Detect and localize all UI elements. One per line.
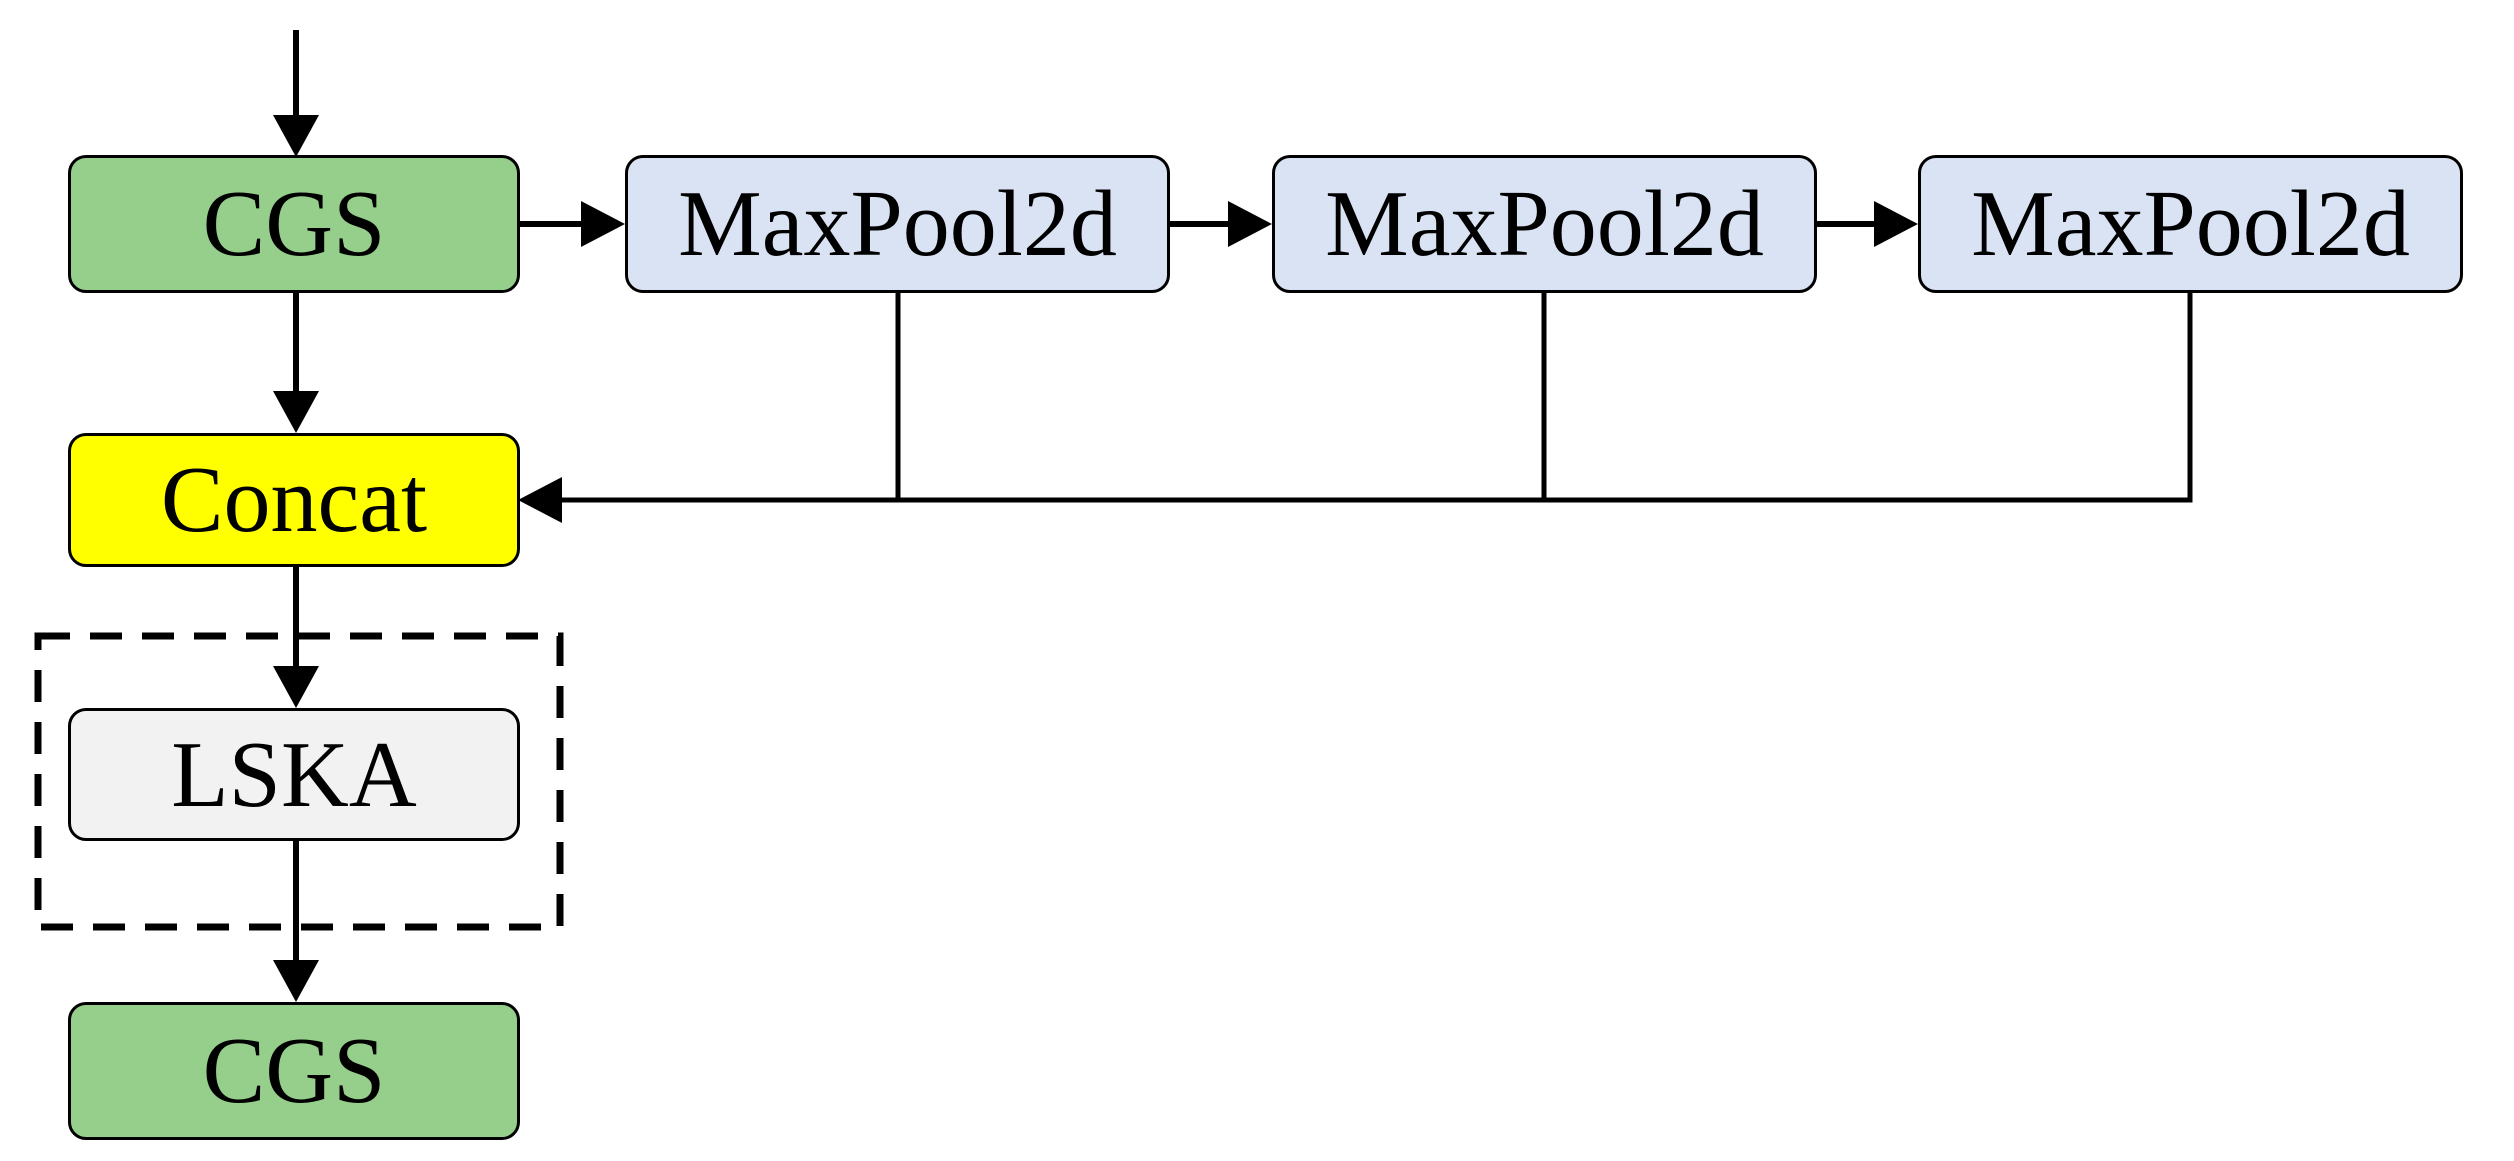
node-maxpool-2-label: MaxPool2d	[1325, 172, 1764, 276]
node-maxpool-1: MaxPool2d	[625, 155, 1170, 293]
arrow-input-to-cgs-top	[273, 30, 319, 157]
arrow-cgs-to-concat	[273, 293, 319, 433]
drop-line-maxpool3-elbow	[560, 293, 2193, 503]
node-maxpool-1-label: MaxPool2d	[678, 172, 1117, 276]
node-concat-label: Concat	[160, 448, 428, 552]
node-maxpool-2: MaxPool2d	[1272, 155, 1817, 293]
arrowhead-collector-to-concat	[518, 477, 562, 523]
node-maxpool-3: MaxPool2d	[1918, 155, 2463, 293]
node-concat: Concat	[68, 433, 520, 567]
arrow-maxpool2-to-maxpool3	[1817, 201, 1918, 247]
node-cgs-top: CGS	[68, 155, 520, 293]
node-lska-label: LSKA	[171, 722, 417, 827]
arrow-maxpool1-to-maxpool2	[1170, 201, 1272, 247]
arrow-cgs-to-maxpool1	[518, 201, 625, 247]
node-cgs-top-label: CGS	[202, 172, 386, 276]
arrow-lska-to-cgs-bottom	[273, 841, 319, 1002]
lska-dashed-group-outline	[34, 632, 564, 931]
node-cgs-bottom: CGS	[68, 1002, 520, 1140]
node-cgs-bottom-label: CGS	[202, 1019, 386, 1123]
arrow-concat-to-lska	[273, 567, 319, 708]
node-maxpool-3-label: MaxPool2d	[1971, 172, 2410, 276]
node-lska: LSKA	[68, 708, 520, 841]
